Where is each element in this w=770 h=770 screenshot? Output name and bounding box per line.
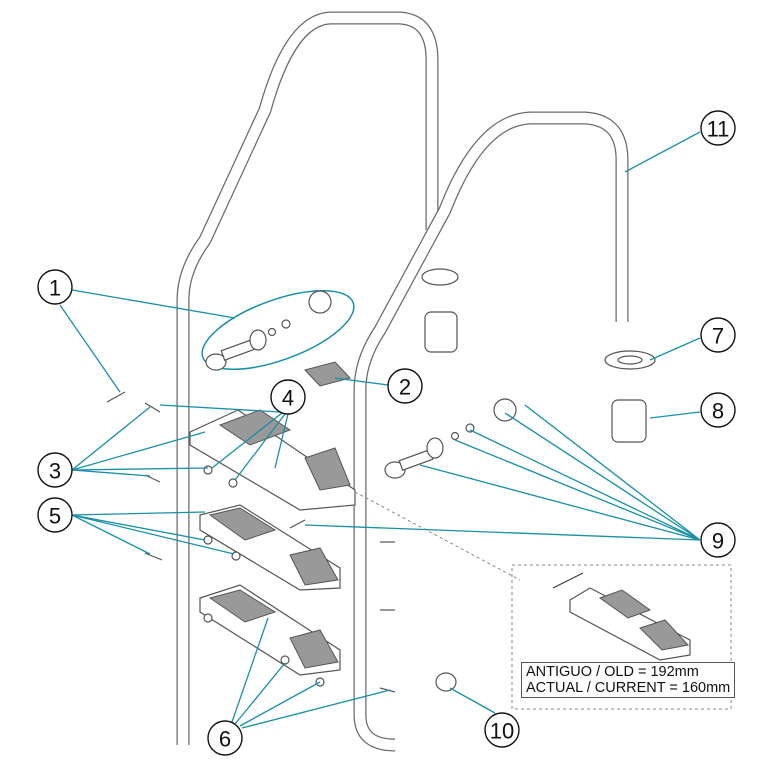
leader-lines bbox=[59, 131, 701, 729]
svg-text:7: 7 bbox=[712, 324, 724, 349]
callout-7: 7 bbox=[700, 317, 736, 353]
part-10-cap bbox=[435, 672, 457, 692]
callout-9: 9 bbox=[700, 522, 736, 558]
step-3 bbox=[199, 584, 341, 676]
step-1 bbox=[189, 409, 356, 511]
callout-8: 8 bbox=[700, 392, 736, 428]
svg-text:9: 9 bbox=[712, 529, 724, 554]
svg-text:11: 11 bbox=[707, 117, 730, 142]
step-2 bbox=[199, 504, 341, 591]
back-handrail bbox=[176, 11, 439, 745]
step-detail-inset bbox=[354, 491, 732, 710]
callout-6: 6 bbox=[207, 720, 243, 756]
svg-text:5: 5 bbox=[49, 504, 61, 529]
svg-text:3: 3 bbox=[49, 459, 61, 484]
callout-2: 2 bbox=[387, 368, 423, 404]
step-size-label: ANTIGUO / OLD = 192mm ACTUAL / CURRENT =… bbox=[521, 662, 736, 698]
old-size-text: ANTIGUO / OLD = 192mm bbox=[526, 664, 699, 680]
top-anchor-cup-and-flange bbox=[421, 268, 656, 443]
svg-text:10: 10 bbox=[490, 719, 514, 744]
callout-1: 1 bbox=[37, 269, 73, 305]
nuts bbox=[203, 465, 325, 687]
svg-text:2: 2 bbox=[399, 375, 411, 400]
callout-11: 11 bbox=[700, 110, 736, 146]
anchor-assembly-1 bbox=[205, 290, 332, 371]
svg-text:1: 1 bbox=[49, 276, 61, 301]
callout-4: 4 bbox=[270, 379, 306, 415]
callout-10: 10 bbox=[484, 712, 520, 748]
svg-text:4: 4 bbox=[282, 386, 294, 411]
part-1-group-outline bbox=[201, 289, 355, 371]
anchor-assembly-9 bbox=[384, 398, 517, 479]
svg-text:8: 8 bbox=[712, 399, 724, 424]
front-handrail bbox=[353, 111, 629, 752]
callout-3: 3 bbox=[37, 452, 73, 488]
callout-5: 5 bbox=[37, 497, 73, 533]
svg-text:6: 6 bbox=[219, 727, 231, 752]
current-size-text: ACTUAL / CURRENT = 160mm bbox=[526, 680, 731, 696]
bolts bbox=[106, 391, 396, 693]
part-2-anti-slip-pad bbox=[304, 361, 351, 387]
